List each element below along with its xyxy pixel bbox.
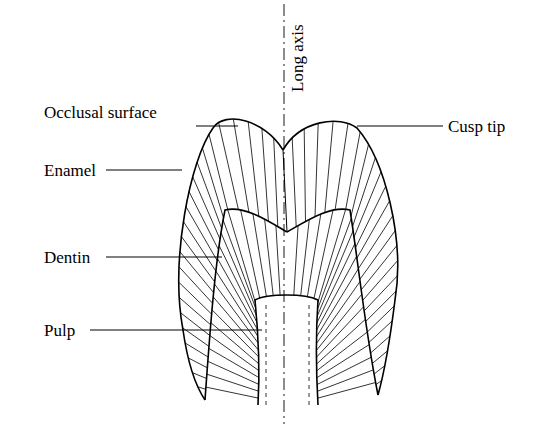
hatch-line <box>274 138 278 227</box>
enamel-outline <box>283 121 398 395</box>
hatch-line <box>317 307 364 357</box>
hatch-line <box>346 132 361 209</box>
hatch-line <box>181 313 210 336</box>
hatch-line <box>185 343 208 357</box>
pulp-outline <box>287 295 318 405</box>
hatch-line <box>317 269 359 337</box>
hatch-line <box>317 370 373 391</box>
part-label: Pulp <box>44 322 75 339</box>
hatch-line <box>248 122 259 216</box>
hatch-line <box>198 387 206 390</box>
hatch-line <box>188 358 207 368</box>
hatch-line <box>213 297 258 350</box>
hatch-line <box>317 319 366 364</box>
hatch-line <box>371 336 391 353</box>
hatch-line <box>317 256 357 330</box>
hatch-line <box>212 310 259 357</box>
hatch-line <box>294 226 298 295</box>
hatch-line <box>206 387 258 398</box>
hatch-line <box>228 210 256 302</box>
hatch-line <box>372 351 388 364</box>
hatch-line <box>357 201 390 258</box>
hatch-line <box>179 267 212 303</box>
hatch-line <box>304 129 305 222</box>
hatch-line <box>216 271 258 336</box>
pulp-dash <box>309 305 310 405</box>
hatch-line <box>353 158 376 227</box>
hatch-line <box>356 186 386 248</box>
hatch-line <box>209 134 228 209</box>
part-label: Cusp tip <box>448 118 505 135</box>
hatch-line <box>317 357 371 384</box>
hatch-line <box>376 380 382 384</box>
hatch-line <box>318 218 352 309</box>
hatch-line <box>364 276 397 311</box>
hatch-line <box>262 128 269 221</box>
hatch-line <box>317 332 368 371</box>
part-label: Dentin <box>44 249 90 266</box>
hatch-line <box>318 383 376 399</box>
hatch-line <box>315 123 318 216</box>
hatch-line <box>202 148 223 218</box>
long-axis-line <box>284 4 285 424</box>
hatch-line <box>307 214 320 297</box>
dentin-outline <box>205 209 287 400</box>
leader-line <box>90 330 262 331</box>
hatch-line <box>335 123 348 209</box>
leader-line <box>106 257 222 258</box>
hatch-line <box>358 216 393 269</box>
hatch-line <box>192 373 206 379</box>
hatch-line <box>374 366 385 375</box>
part-label: Occlusal surface <box>44 104 157 121</box>
hatch-line <box>367 306 394 332</box>
hatch-line <box>211 323 259 364</box>
hatch-line <box>325 121 333 212</box>
hatch-line <box>186 207 217 261</box>
leader-line <box>106 170 182 171</box>
hatch-line <box>253 214 267 297</box>
dentin-outline <box>287 209 378 395</box>
hatch-line <box>208 361 259 384</box>
enamel-outline <box>179 119 283 400</box>
hatch-line <box>217 258 257 329</box>
hatch-line <box>360 231 395 280</box>
pulp-outline <box>255 295 287 405</box>
hatch-lines <box>179 119 398 398</box>
hatch-line <box>318 209 346 302</box>
hatch-line <box>189 192 219 250</box>
hatch-line <box>292 138 296 227</box>
hatch-line <box>301 220 310 296</box>
hatch-line <box>317 345 369 378</box>
hatch-line <box>219 123 239 210</box>
part-label: Enamel <box>44 162 96 179</box>
leader-line <box>196 126 238 127</box>
leader-line <box>357 126 443 127</box>
hatch-line <box>366 291 397 322</box>
hatch-line <box>193 177 220 239</box>
hatch-line <box>369 321 393 343</box>
axis-label: Long axis <box>289 24 306 92</box>
hatch-line <box>179 298 210 325</box>
pulp-dash <box>266 305 267 405</box>
hatch-line <box>317 231 353 316</box>
hatch-line <box>179 282 212 314</box>
hatch-line <box>265 219 274 296</box>
hatch-line <box>276 225 280 295</box>
